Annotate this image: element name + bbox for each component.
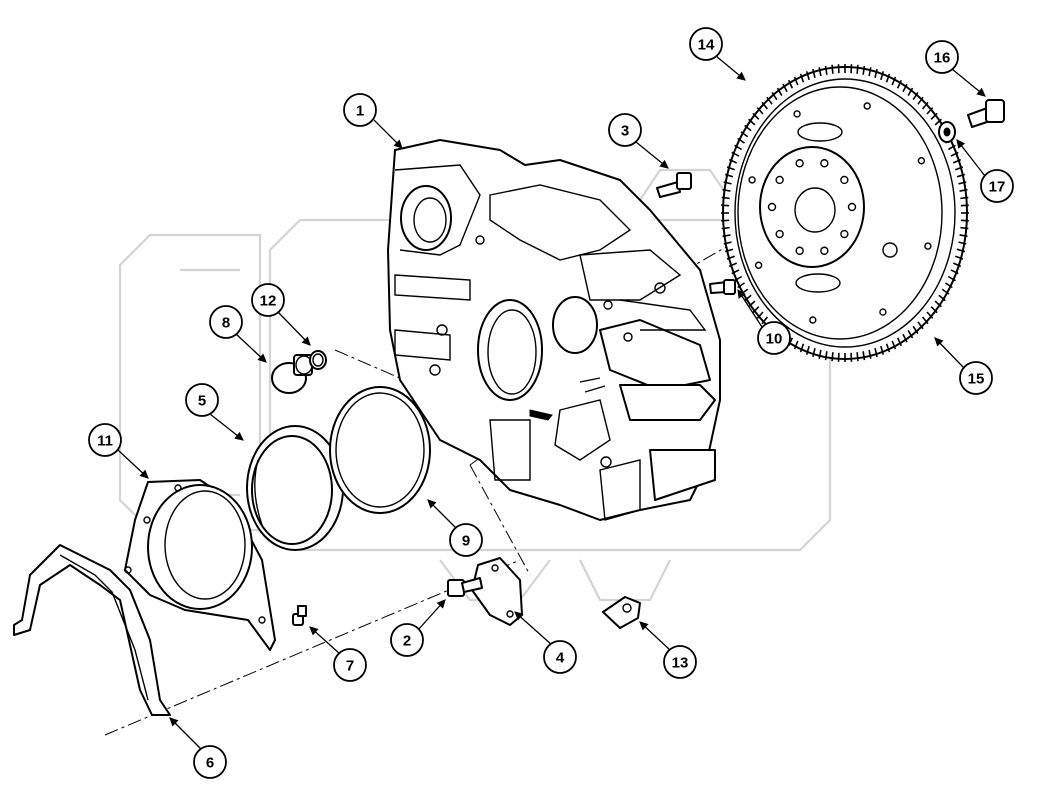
callout-arrow-8	[257, 353, 267, 363]
callout-arrow-15	[934, 337, 944, 347]
dowel-bolt	[709, 279, 736, 295]
callout-label-1: 1	[356, 103, 364, 120]
callout-4: 4	[514, 611, 577, 674]
rear-seal-housing	[124, 479, 276, 651]
callout-arrow-7	[309, 626, 319, 636]
callout-circle-15	[959, 361, 993, 395]
callout-arrow-4	[514, 611, 524, 621]
callout-7: 7	[309, 626, 367, 682]
callout-15: 15	[934, 337, 993, 395]
callout-arrow-17	[956, 139, 966, 149]
callout-circle-11	[88, 423, 122, 457]
crankshaft-seal	[246, 425, 344, 551]
callout-circle-5	[185, 383, 219, 417]
callout-arrow-3	[659, 159, 669, 169]
callout-8: 8	[209, 305, 267, 363]
housing-screw	[292, 605, 307, 626]
callout-arrow-11	[139, 469, 149, 479]
callout-label-4: 4	[556, 650, 565, 667]
callout-label-7: 7	[346, 658, 354, 675]
callout-circle-7	[333, 648, 367, 682]
housing-bolt	[656, 172, 692, 198]
plug-o-ring	[309, 350, 327, 370]
callout-label-15: 15	[968, 371, 985, 388]
callout-circle-12	[251, 283, 285, 317]
callout-1: 1	[343, 93, 403, 149]
callout-5: 5	[185, 383, 244, 441]
callout-circle-2	[390, 623, 424, 657]
lift-bracket	[602, 596, 641, 629]
callout-arrow-16	[976, 87, 986, 97]
callout-arrow-13	[639, 621, 649, 631]
o-ring	[329, 386, 431, 514]
callout-circle-16	[925, 40, 959, 74]
callout-arrow-14	[736, 71, 746, 81]
cover-bolt	[447, 577, 483, 597]
callout-label-2: 2	[403, 633, 411, 650]
callout-17: 17	[956, 139, 1014, 203]
callout-circle-8	[209, 305, 243, 339]
callout-circle-13	[663, 645, 697, 679]
callout-circle-17	[980, 169, 1014, 203]
callout-2: 2	[390, 599, 446, 657]
cover-plate	[471, 557, 523, 626]
callout-circle-9	[449, 523, 483, 557]
callout-leader-4	[514, 611, 553, 646]
flywheel-housing	[387, 139, 721, 521]
flywheel-bolt	[967, 99, 1005, 128]
flywheel	[721, 64, 969, 362]
callout-14: 14	[689, 27, 746, 81]
callout-label-17: 17	[989, 179, 1006, 196]
callout-13: 13	[639, 621, 697, 679]
callout-circle-1	[343, 93, 377, 127]
plug	[271, 354, 313, 394]
callout-circle-10	[757, 321, 791, 355]
callout-label-16: 16	[934, 50, 951, 67]
callout-circle-3	[608, 113, 642, 147]
callout-3: 3	[608, 113, 669, 169]
callout-10: 10	[737, 289, 791, 355]
callout-arrow-1	[393, 139, 403, 149]
callout-label-9: 9	[462, 533, 470, 550]
flywheel-washer	[938, 121, 956, 143]
callout-arrow-10	[737, 289, 746, 299]
callout-label-5: 5	[198, 393, 206, 410]
callout-9: 9	[427, 499, 483, 557]
callout-label-10: 10	[766, 331, 783, 348]
callout-label-12: 12	[260, 293, 277, 310]
callout-arrow-5	[234, 431, 244, 441]
callout-arrow-9	[427, 499, 437, 509]
callout-circle-4	[543, 640, 577, 674]
gasket	[13, 544, 171, 716]
callout-arrow-2	[436, 599, 446, 609]
callout-label-13: 13	[672, 655, 689, 672]
callout-circle-14	[689, 27, 723, 61]
callout-arrow-6	[169, 717, 179, 727]
callout-label-6: 6	[206, 755, 214, 772]
callout-label-8: 8	[222, 315, 230, 332]
callout-11: 11	[88, 423, 149, 479]
callout-label-14: 14	[698, 37, 715, 54]
callout-16: 16	[925, 40, 986, 97]
callout-12: 12	[251, 283, 311, 346]
callout-arrow-12	[301, 336, 311, 346]
callout-6: 6	[169, 717, 227, 779]
callout-label-3: 3	[621, 123, 629, 140]
callout-label-11: 11	[97, 433, 113, 450]
callout-circle-6	[193, 745, 227, 779]
